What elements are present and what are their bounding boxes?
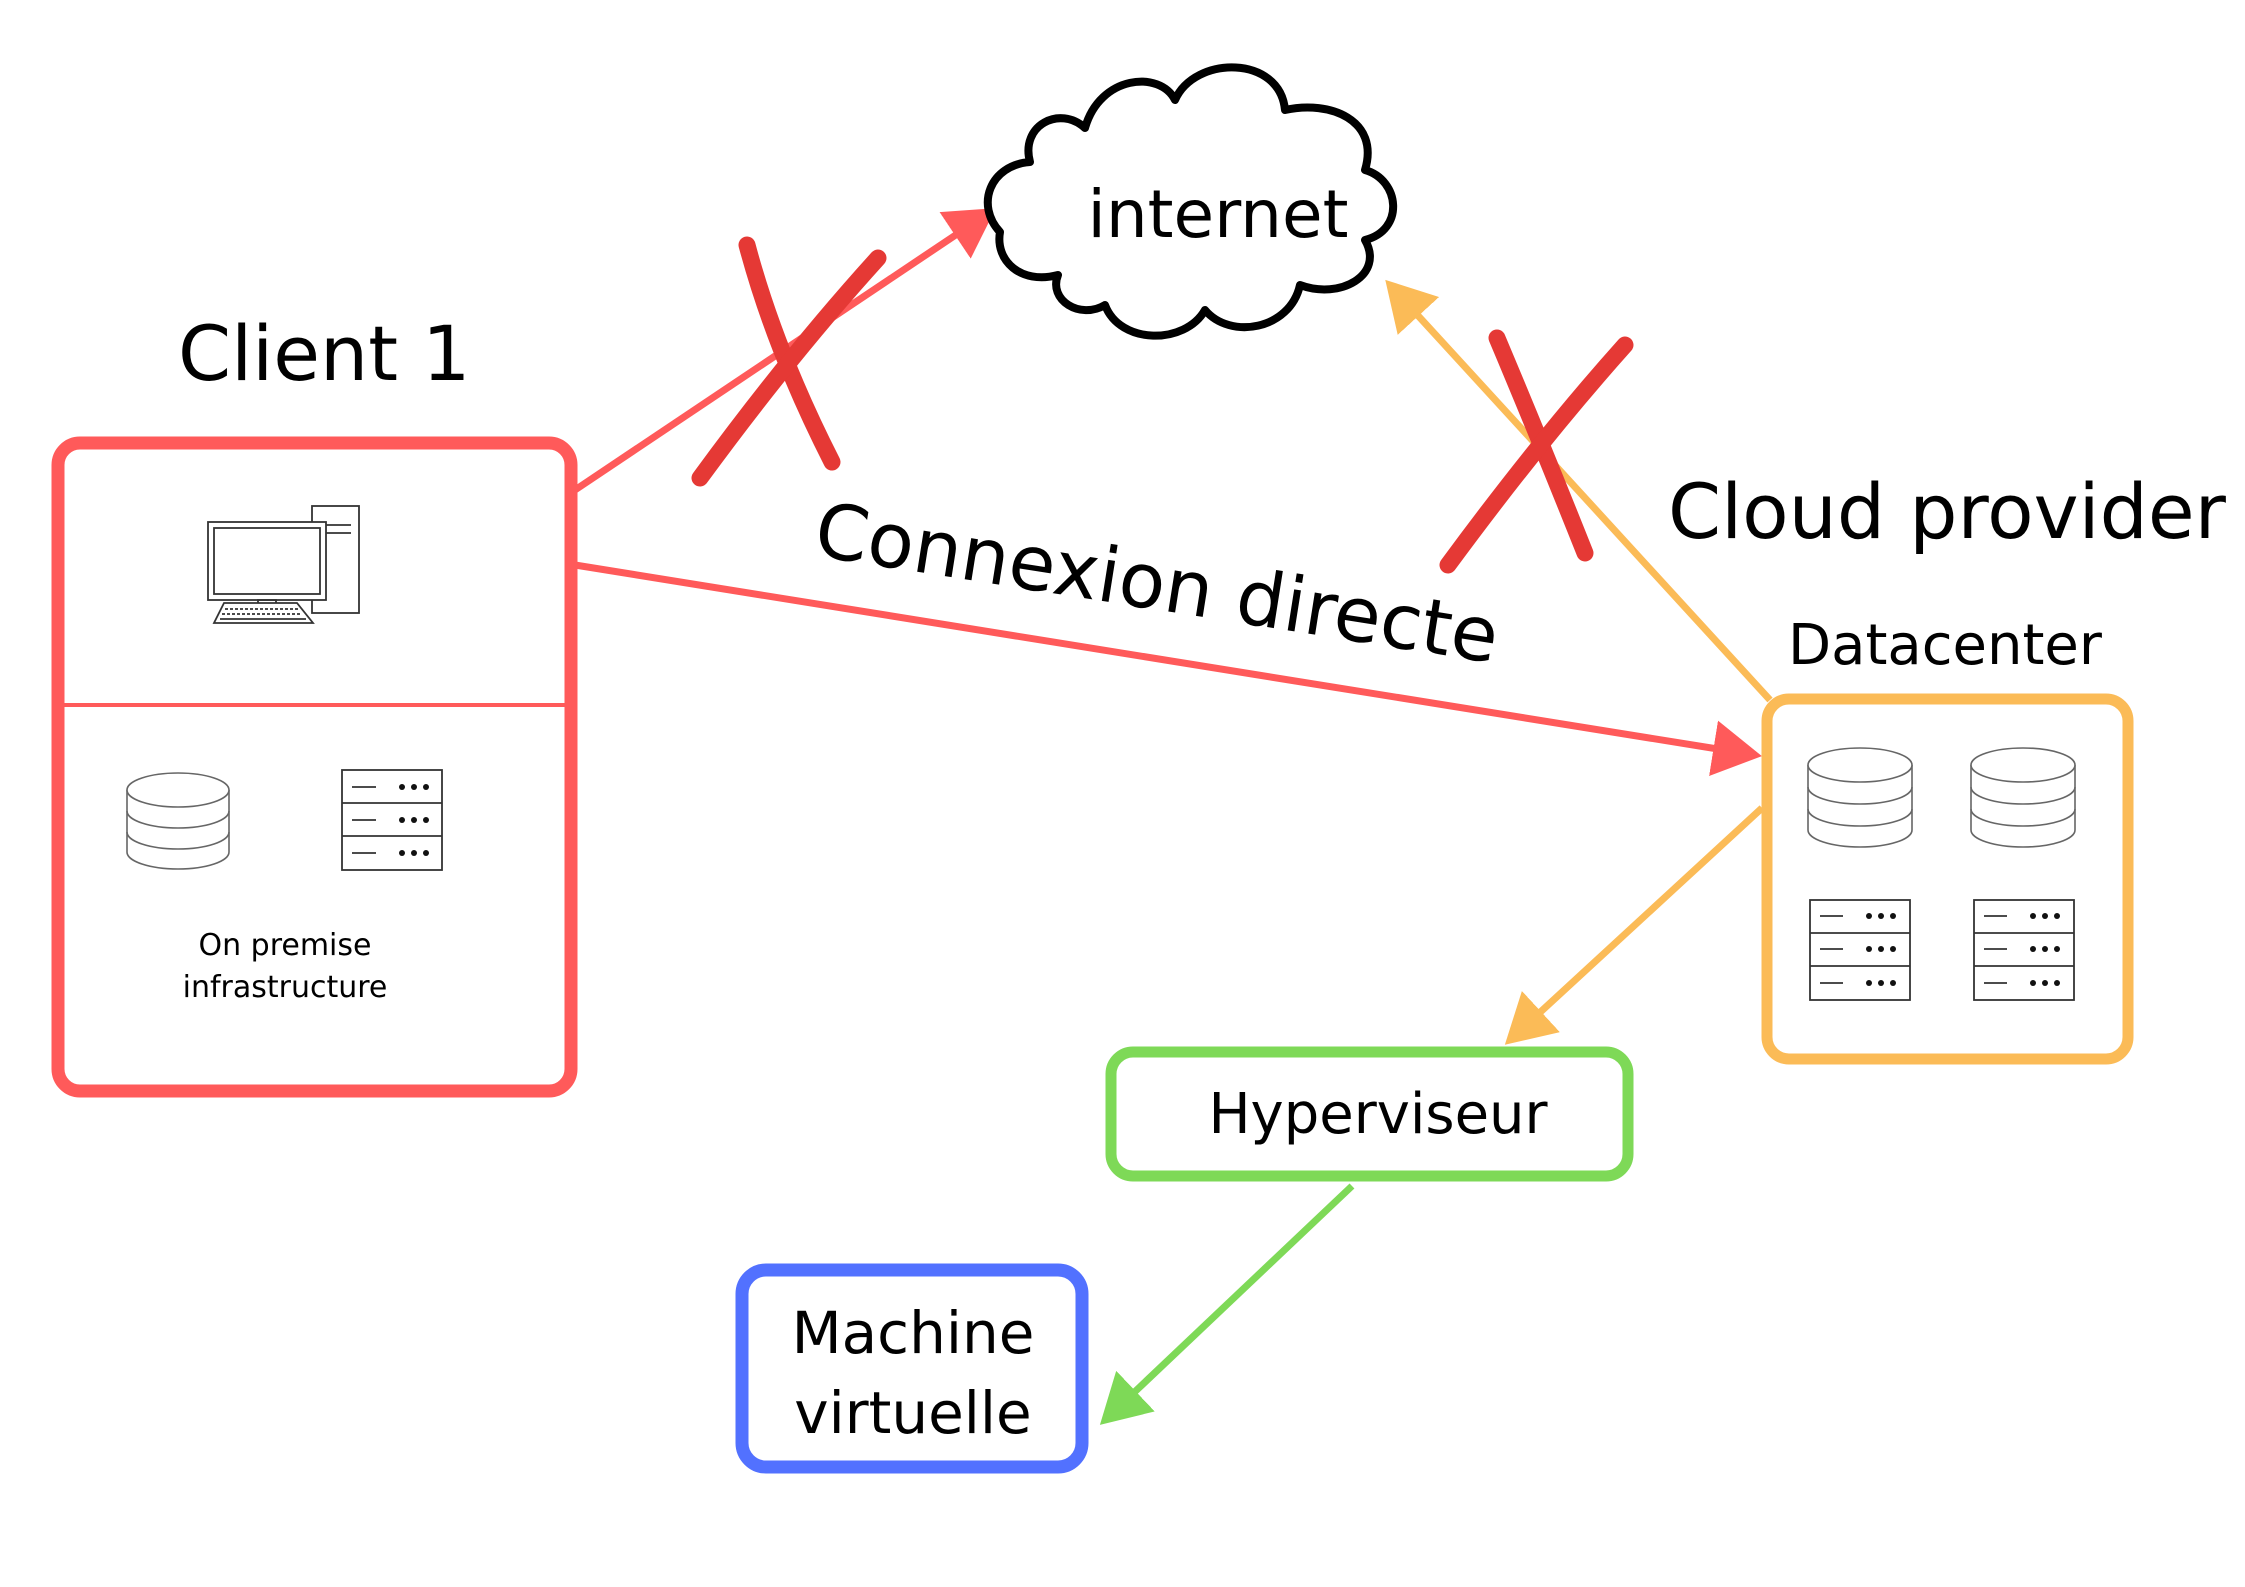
datacenter-label: Datacenter bbox=[1788, 613, 2103, 678]
blocked-cross-right bbox=[1439, 329, 1634, 574]
client-title: Client 1 bbox=[178, 309, 471, 398]
client-box bbox=[51, 436, 578, 1098]
virtual-machine-box: Machine virtuelle bbox=[735, 1263, 1089, 1474]
server-rack-icon bbox=[341, 769, 443, 871]
hypervisor-to-vm-arrow bbox=[1099, 1183, 1355, 1425]
server-rack-icon bbox=[1809, 899, 1911, 1001]
database-icon bbox=[1807, 747, 1913, 848]
direct-connection-arrow bbox=[574, 561, 1762, 776]
vm-label-line2: virtuelle bbox=[794, 1379, 1031, 1447]
vm-label-line1: Machine bbox=[792, 1299, 1035, 1367]
server-rack-icon bbox=[1973, 899, 2075, 1001]
cloud-provider-title: Cloud provider bbox=[1668, 467, 2227, 556]
datacenter-to-internet-arrow bbox=[1385, 279, 1773, 703]
blocked-cross-left bbox=[691, 236, 887, 487]
on-premise-label-line2: infrastructure bbox=[183, 970, 388, 1005]
direct-connection-label: Connexion directe bbox=[809, 485, 1505, 681]
database-icon bbox=[126, 772, 230, 870]
cloud-icon bbox=[983, 63, 1398, 340]
on-premise-label-line1: On premise bbox=[199, 928, 372, 963]
desktop-computer-icon bbox=[207, 505, 360, 624]
datacenter-to-hypervisor-arrow bbox=[1504, 805, 1765, 1045]
hypervisor-box: Hyperviseur bbox=[1105, 1046, 1634, 1182]
internet-cloud: internet bbox=[983, 63, 1398, 340]
internet-label: internet bbox=[1088, 176, 1349, 253]
hypervisor-label: Hyperviseur bbox=[1208, 1082, 1548, 1147]
database-icon bbox=[1970, 747, 2076, 848]
